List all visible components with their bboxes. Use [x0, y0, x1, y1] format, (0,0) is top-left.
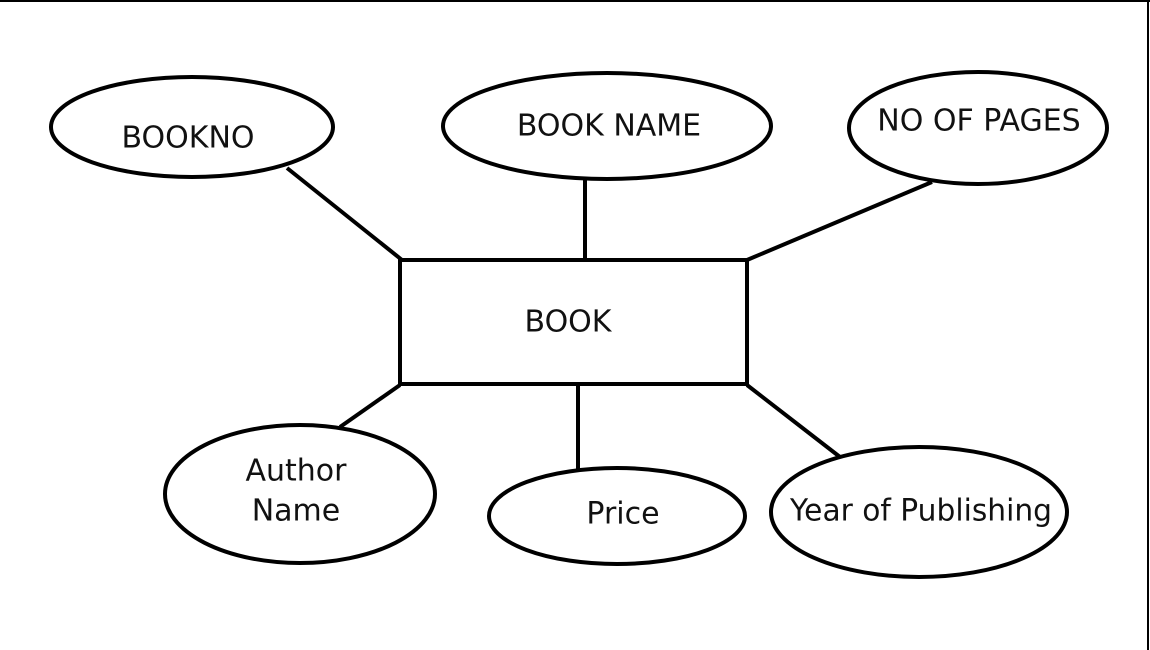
entity-book-label: BOOK — [525, 305, 613, 340]
attribute-no-of-pages-ellipse — [847, 70, 1109, 186]
attribute-year-of-publishing-ellipse — [769, 445, 1069, 579]
attribute-year-of-publishing: Year of Publishing — [769, 445, 1069, 579]
attribute-no-of-pages-label: NO OF PAGES — [877, 104, 1080, 139]
attribute-author-name: Author Name — [163, 423, 437, 565]
connector-bookno — [285, 166, 404, 262]
attribute-book-name-label: BOOK NAME — [517, 109, 701, 144]
attribute-year-of-publishing-label: Year of Publishing — [789, 494, 1052, 529]
attribute-bookno-ellipse — [49, 75, 335, 179]
attribute-author-name-label-line-1: Author — [245, 454, 347, 489]
attribute-bookno-label: BOOKNO — [121, 121, 254, 156]
attribute-book-name: BOOK NAME — [441, 71, 773, 181]
connector-author-name — [338, 383, 402, 429]
attribute-price-label: Price — [586, 497, 659, 532]
attribute-price-ellipse — [487, 466, 747, 566]
attribute-bookno: BOOKNO — [49, 75, 335, 179]
connector-no-of-pages — [746, 180, 933, 262]
attribute-price: Price — [487, 466, 747, 566]
attribute-author-name-label-line-2: Name — [252, 494, 341, 529]
attribute-book-name-ellipse — [441, 71, 773, 181]
attribute-author-name-ellipse — [163, 423, 437, 565]
attribute-no-of-pages: NO OF PAGES — [847, 70, 1109, 186]
connector-year-of-publishing — [745, 383, 842, 459]
entity-book: BOOK — [398, 258, 749, 386]
entity-book-box — [398, 258, 749, 386]
